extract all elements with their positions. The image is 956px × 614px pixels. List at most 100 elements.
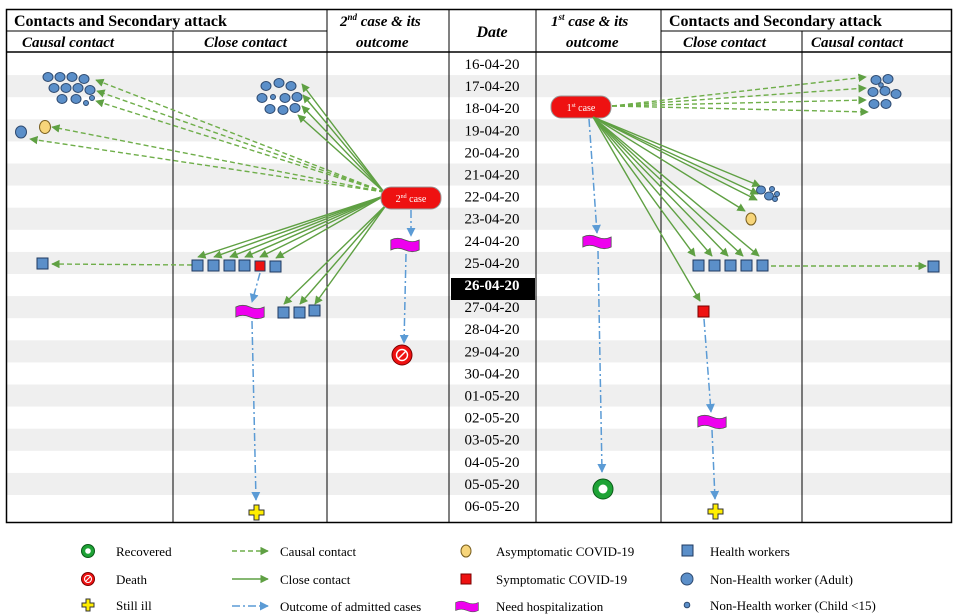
table-grid	[5, 8, 953, 524]
causal-arrow-right-4	[611, 105, 869, 117]
still-ill-icon	[81, 598, 95, 612]
outcome-arrow-left-hospital	[251, 320, 261, 501]
first-case-label: 1st case	[567, 103, 596, 114]
first-case-header: 1st case & its	[551, 12, 628, 30]
date-label-highlighted: 26-04-20	[465, 278, 520, 294]
date-label: 24-04-20	[465, 234, 520, 250]
svg-text:Need hospitalization: Need hospitalization	[496, 599, 604, 614]
non-hw-child-icon	[683, 601, 691, 609]
date-row-band	[7, 340, 951, 363]
left-close-contact-header: Close contact	[204, 35, 288, 51]
date-label: 19-04-20	[465, 123, 520, 139]
date-label: 20-04-20	[465, 145, 520, 161]
right-symptomatic-icon	[697, 305, 710, 318]
close-arrow-left-1	[301, 83, 385, 193]
left-close-health-workers	[191, 259, 321, 319]
legend-outcome: Outcome of admitted cases	[232, 599, 421, 614]
symptomatic-icon	[460, 573, 472, 585]
outcome-arrow-second-2	[399, 253, 409, 344]
right-causal-contact-header: Causal contact	[811, 35, 904, 51]
causal-arrow-left-hw	[51, 259, 193, 269]
date-label: 21-04-20	[465, 168, 520, 184]
svg-text:Non-Health worker (Child <15): Non-Health worker (Child <15)	[710, 598, 876, 613]
date-row-band	[7, 384, 951, 407]
second-case-pill	[380, 186, 442, 210]
legend-hospitalization: Need hospitalization	[455, 599, 604, 614]
date-label: 23-04-20	[465, 212, 520, 228]
right-header-title: Contacts and Secondary attack	[669, 13, 882, 30]
close-arrow-left-4	[297, 114, 385, 193]
date-label: 29-04-20	[465, 344, 520, 360]
legend-non-hw-child: Non-Health worker (Child <15)	[683, 598, 876, 613]
left-header-title: Contacts and Secondary attack	[14, 13, 227, 30]
right-causal-health-worker	[927, 260, 940, 273]
health-worker-icon	[681, 544, 694, 557]
date-row-band	[7, 207, 951, 230]
left-causal-contact-header: Causal contact	[22, 35, 115, 51]
date-row-band	[7, 163, 951, 186]
legend-still-ill: Still ill	[81, 598, 152, 613]
first-case-header-line2: outcome	[566, 35, 619, 51]
svg-text:Causal contact: Causal contact	[280, 544, 357, 559]
left-close-adult-cluster	[256, 78, 303, 115]
date-row-band	[7, 119, 951, 142]
date-label: 06-05-20	[465, 499, 520, 515]
svg-text:Close contact: Close contact	[280, 572, 351, 587]
date-label: 30-04-20	[465, 366, 520, 382]
legend-recovered: Recovered	[81, 544, 172, 559]
still-ill-icon-left	[248, 504, 265, 521]
outcome-arrow-left-symptomatic	[249, 272, 261, 303]
outcome-arrow-right-2	[710, 429, 720, 500]
highlighted-date-cell	[451, 278, 535, 300]
legend-symptomatic: Symptomatic COVID-19	[460, 572, 627, 587]
death-icon	[391, 344, 413, 366]
left-causal-adult-cluster	[42, 72, 96, 106]
causal-arrow-left-1	[95, 78, 385, 193]
causal-arrow-right-1	[611, 73, 867, 107]
legend-causal-contact: Causal contact	[232, 544, 357, 559]
close-arrow-left-2	[302, 94, 385, 193]
health-worker-icon	[36, 257, 49, 270]
right-close-contact-header: Close contact	[683, 35, 767, 51]
date-label: 17-04-20	[465, 79, 520, 95]
date-label: 25-04-20	[465, 256, 520, 272]
date-label: 28-04-20	[465, 322, 520, 338]
date-label: 22-04-20	[465, 190, 520, 206]
asymptomatic-icon	[460, 544, 472, 558]
date-row-band	[7, 75, 951, 98]
svg-text:Asymptomatic COVID-19: Asymptomatic COVID-19	[496, 544, 634, 559]
svg-text:Health workers: Health workers	[710, 544, 790, 559]
right-close-health-workers	[692, 259, 769, 272]
date-label: 01-05-20	[465, 389, 520, 405]
date-label: 16-04-20	[465, 57, 520, 73]
date-row-band	[7, 428, 951, 451]
causal-arrow-right-2	[611, 84, 867, 107]
hospitalization-icon-right	[697, 414, 727, 430]
recovered-icon	[592, 478, 614, 500]
causal-arrow-left-4	[51, 124, 385, 193]
svg-text:Outcome of admitted cases: Outcome of admitted cases	[280, 599, 421, 614]
legend-asymptomatic: Asymptomatic COVID-19	[460, 544, 634, 559]
causal-arrow-left-5	[29, 135, 385, 193]
date-header: Date	[475, 24, 507, 41]
causal-arrow-left-3	[95, 99, 385, 193]
date-label: 03-05-20	[465, 433, 520, 449]
second-case-header-line2: outcome	[356, 35, 409, 51]
right-causal-adult-cluster	[867, 74, 902, 109]
right-close-adult-cluster	[756, 185, 780, 202]
hospitalization-icon-first	[582, 234, 612, 250]
legend: Recovered Death Still ill Causal contact…	[81, 544, 876, 614]
legend-death: Death	[81, 572, 148, 587]
second-case-label: 2nd case	[396, 194, 427, 205]
legend-non-hw-adult: Non-Health worker (Adult)	[680, 572, 853, 587]
svg-text:Symptomatic COVID-19: Symptomatic COVID-19	[496, 572, 627, 587]
still-ill-icon-right	[707, 503, 724, 520]
outcome-arrow-first-1	[588, 118, 601, 234]
svg-text:Death: Death	[116, 572, 148, 587]
date-label: 05-05-20	[465, 477, 520, 493]
legend-health-workers: Health workers	[681, 544, 790, 559]
asymptomatic-case-icon	[39, 120, 51, 134]
non-hw-adult-icon	[680, 572, 694, 586]
close-arrow-left-3	[301, 105, 385, 193]
